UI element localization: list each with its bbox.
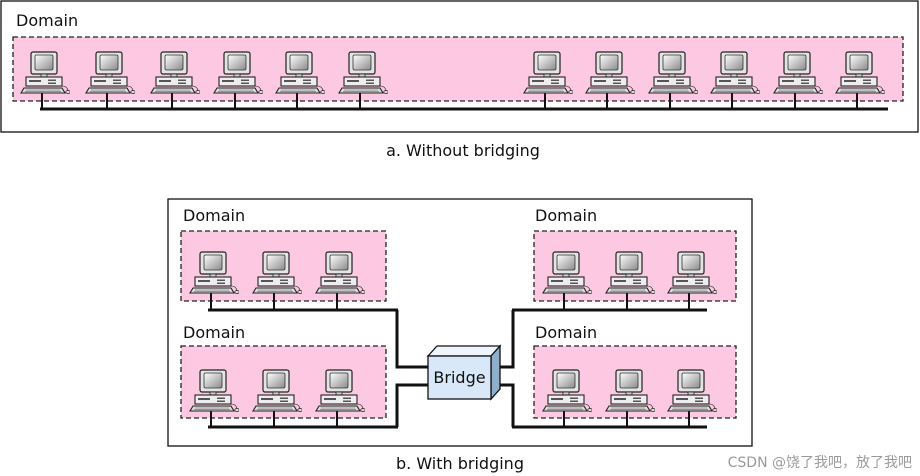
- domain-label-top-left: Domain: [183, 206, 245, 225]
- domain-label-top-right: Domain: [535, 206, 597, 225]
- panel-b-caption: b. With bridging: [396, 454, 524, 473]
- bridge-links: [395, 310, 515, 427]
- domain-label-bottom-right: Domain: [535, 323, 597, 342]
- panel-b-computers: [189, 251, 717, 427]
- panel-a-caption: a. Without bridging: [386, 141, 540, 160]
- panel-a-domain-label: Domain: [16, 11, 78, 30]
- panel-a-computers: [20, 51, 885, 109]
- domain-label-bottom-left: Domain: [183, 323, 245, 342]
- watermark: CSDN @饶了我吧，放了我吧: [728, 455, 912, 471]
- bridge-device: Bridge: [426, 344, 502, 401]
- segment-cables: [208, 308, 707, 429]
- bridge-label: Bridge: [433, 368, 485, 387]
- panel-a-domain: [12, 36, 904, 102]
